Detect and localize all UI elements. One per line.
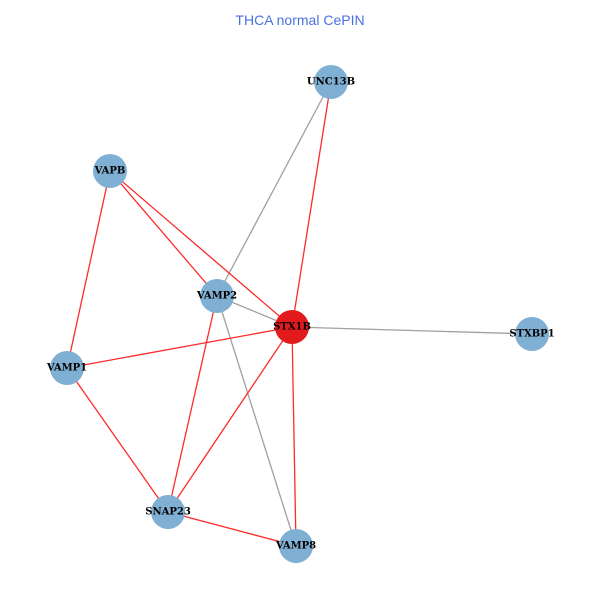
node-stx1b: STX1B [273,310,311,344]
node-circle [50,351,84,385]
edge-vapb-vamp1 [66,170,111,369]
node-circle [279,529,313,563]
node-circle [314,65,348,99]
edge-unc13b-vamp2 [216,81,332,297]
node-circle [151,495,185,529]
edge-stx1b-snap23 [167,326,293,513]
node-circle [200,279,234,313]
node-circle [93,154,127,188]
node-vamp8: VAMP8 [275,529,316,563]
node-unc13b: UNC13B [307,65,355,99]
edge-snap23-vamp8 [167,511,297,547]
edge-stx1b-vamp8 [291,326,297,547]
node-label: SNAP23 [145,507,191,518]
edge-stx1b-vamp1 [66,326,293,369]
edge-vamp1-snap23 [66,367,169,513]
node-label: STX1B [273,322,311,333]
edge-unc13b-stx1b [291,81,332,328]
node-snap23: SNAP23 [145,495,191,529]
node-circle [515,317,549,351]
node-stxbp1: STXBP1 [509,317,555,351]
edge-vapb-vamp2 [109,170,218,297]
node-vamp2: VAMP2 [196,279,237,313]
node-label: VAPB [94,166,126,177]
node-vamp1: VAMP1 [46,351,87,385]
node-circle [275,310,309,344]
node-label: VAMP2 [196,291,237,302]
node-vapb: VAPB [93,154,127,188]
node-label: STXBP1 [509,329,554,340]
edge-vapb-stx1b [109,170,293,328]
node-label: UNC13B [307,77,355,88]
edge-stx1b-stxbp1 [291,326,533,335]
diagram-title: THCA normal CePIN [235,12,365,28]
edge-vamp2-snap23 [167,295,218,513]
node-label: VAMP1 [46,363,87,374]
node-label: VAMP8 [275,541,316,552]
